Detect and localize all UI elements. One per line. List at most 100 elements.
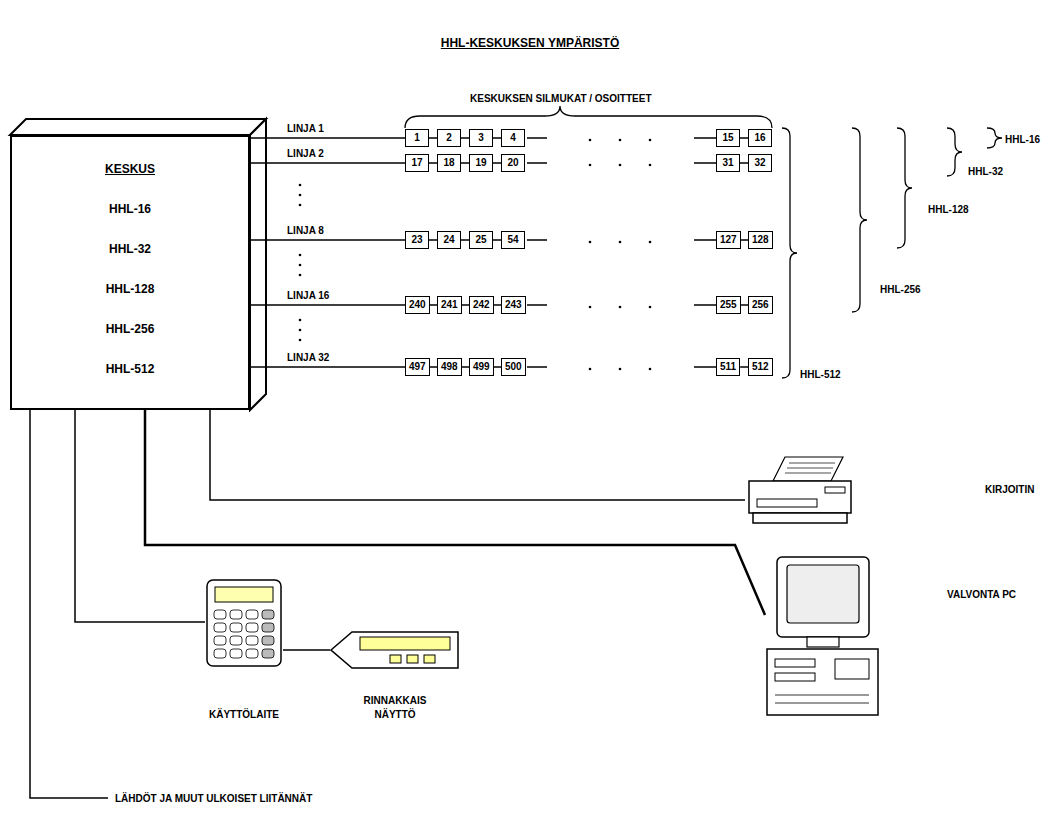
address-box: 17	[405, 154, 429, 172]
cabinet-top	[10, 119, 266, 135]
address-box: 31	[716, 154, 740, 172]
connector-line	[493, 137, 501, 139]
address-box: 512	[748, 358, 773, 376]
ellipsis-dot	[589, 241, 592, 244]
display-icon	[330, 628, 460, 672]
unit-text: HHL-512	[106, 361, 155, 377]
device-label: VALVONTA PC	[947, 588, 1037, 602]
address-box: 18	[437, 154, 461, 172]
ellipsis-dot	[649, 306, 652, 309]
device-label: KÄYTTÖLAITE	[195, 708, 293, 722]
device-label: KIRJOITIN	[985, 483, 1056, 497]
address-number: 240	[409, 297, 426, 312]
ellipsis-dot	[619, 241, 622, 244]
address-box: 498	[437, 358, 462, 376]
ellipsis-dot	[299, 204, 302, 207]
address-box: 128	[748, 231, 773, 249]
line-stub	[527, 137, 547, 139]
address-box: 242	[469, 296, 494, 314]
address-number: 512	[752, 359, 769, 374]
connector-line	[462, 304, 469, 306]
connector-line	[741, 304, 748, 306]
address-number: 500	[505, 359, 522, 374]
ellipsis-dot	[299, 184, 302, 187]
address-box: 499	[469, 358, 494, 376]
address-number: 17	[409, 155, 425, 170]
address-number: 511	[720, 359, 736, 374]
pc-icon	[765, 555, 880, 720]
ellipsis-dot	[299, 264, 302, 267]
address-number: 20	[505, 155, 521, 170]
address-box: 19	[469, 154, 493, 172]
ellipsis-dot	[649, 368, 652, 371]
unit-text: HHL-256	[106, 321, 155, 337]
address-box: 20	[501, 154, 525, 172]
address-box: 25	[469, 231, 493, 249]
label: HHL-128	[928, 203, 969, 216]
ellipsis-dot	[589, 139, 592, 142]
line-stub	[694, 137, 716, 139]
address-number: 241	[441, 297, 458, 312]
connector-line	[740, 137, 748, 139]
address-number: 2	[441, 130, 457, 145]
connector-line	[283, 649, 330, 651]
line-stub	[694, 366, 716, 368]
unit-text: HHL-16	[109, 201, 151, 217]
top-brace	[405, 106, 772, 128]
ellipsis-dot	[619, 306, 622, 309]
ellipsis-dot	[299, 339, 302, 342]
address-box: 2	[437, 129, 461, 147]
range-brace	[782, 128, 797, 378]
device-label: RINNAKKAIS NÄYTTÖ	[355, 694, 435, 722]
connector-line	[429, 162, 437, 164]
line-stub	[527, 239, 547, 241]
ellipsis-dot	[299, 329, 302, 332]
address-number: 16	[752, 130, 768, 145]
address-number: 15	[720, 130, 736, 145]
line-stub	[527, 304, 547, 306]
address-box: 243	[501, 296, 526, 314]
label: HHL-512	[800, 368, 841, 381]
display: RINNAKKAIS NÄYTTÖ	[330, 628, 460, 672]
label: KESKUKSEN SILMUKAT / OSOITTEET	[470, 92, 650, 105]
connector-line	[462, 366, 469, 368]
ellipsis-dot	[299, 254, 302, 257]
address-box: 127	[716, 231, 741, 249]
pc: VALVONTA PC	[765, 555, 880, 720]
address-number: 255	[720, 297, 737, 312]
range-brace	[987, 128, 1002, 148]
address-number: 54	[505, 232, 521, 247]
address-number: 256	[752, 297, 769, 312]
connector-line	[741, 239, 748, 241]
ellipsis-dot	[649, 164, 652, 167]
address-number: 24	[441, 232, 457, 247]
address-box: 256	[748, 296, 773, 314]
ellipsis-dot	[299, 319, 302, 322]
address-number: 499	[473, 359, 490, 374]
connector-line	[461, 137, 469, 139]
connector-line	[250, 366, 405, 368]
connector-line	[250, 304, 405, 306]
address-number: 242	[473, 297, 490, 312]
line-label: LINJA 32	[287, 351, 329, 364]
connector-line	[494, 366, 501, 368]
connector-line	[429, 239, 437, 241]
ellipsis-dot	[649, 139, 652, 142]
address-number: 32	[752, 155, 768, 170]
address-box: 500	[501, 358, 526, 376]
address-box: 32	[748, 154, 772, 172]
address-box: 511	[716, 358, 740, 376]
connector-line	[461, 162, 469, 164]
range-brace	[852, 128, 867, 312]
ellipsis-dot	[299, 274, 302, 277]
address-number: 18	[441, 155, 457, 170]
connector-line	[494, 304, 501, 306]
repeat-strokes	[299, 128, 1002, 378]
address-box: 497	[405, 358, 430, 376]
address-box: 241	[437, 296, 462, 314]
connector-line	[740, 366, 748, 368]
ellipsis-dot	[589, 368, 592, 371]
range-brace	[897, 128, 912, 248]
